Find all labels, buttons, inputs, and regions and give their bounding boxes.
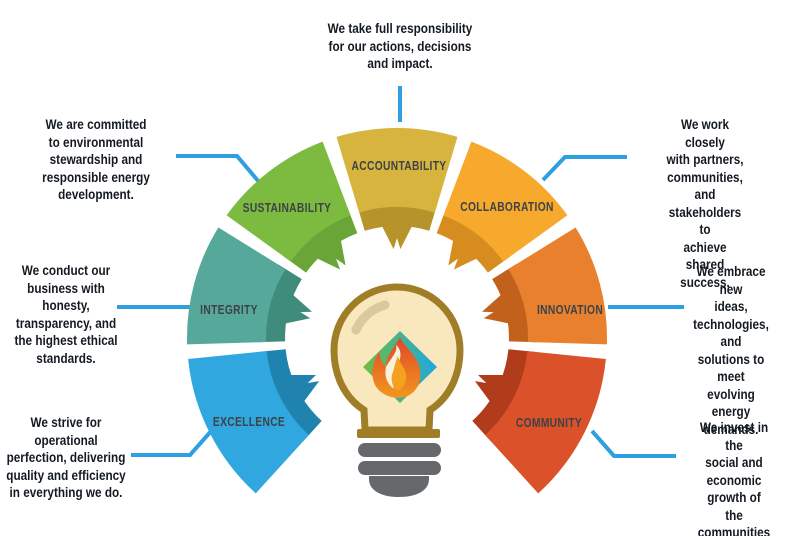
segment-wedge-integrity: [187, 227, 286, 345]
base-bar-1: [358, 443, 441, 457]
segment-wedge-collaboration: [443, 141, 568, 262]
note-community: We invest in the social and economic gro…: [697, 420, 771, 536]
segment-label-accountability: ACCOUNTABILITY: [351, 159, 447, 173]
segment-wedge-accountability: [336, 127, 458, 213]
note-collaboration: We work closely with partners, communiti…: [666, 117, 744, 290]
note-integrity: We conduct our business with honesty, tr…: [14, 263, 118, 366]
segment-label-innovation: INNOVATION: [536, 303, 604, 317]
bulb-base: [358, 443, 441, 497]
segment-arrow-excellence: [288, 375, 320, 404]
bulb-highlight: [351, 300, 390, 335]
segment-label-excellence: EXCELLENCE: [212, 415, 286, 429]
note-excellence: We strive for operational perfection, de…: [6, 415, 126, 500]
note-sustainability: We are committed to environmental stewar…: [42, 117, 150, 202]
flame-inner: [391, 356, 407, 391]
segment-wedges-group: [187, 127, 607, 494]
base-cap: [369, 476, 429, 497]
segment-inner-band-excellence: [257, 349, 322, 442]
segment-wedge-excellence: [188, 351, 309, 494]
segment-inner-band-collaboration: [436, 207, 511, 273]
segment-arrow-innovation: [482, 293, 512, 324]
segment-arrow-accountability: [381, 224, 413, 250]
segment-arrow-community: [474, 375, 506, 404]
callout-line-sustainability: [176, 154, 261, 184]
segment-arrow-sustainability: [315, 237, 346, 270]
segment-inner-band-sustainability: [283, 207, 358, 273]
segment-label-sustainability: SUSTAINABILITY: [242, 201, 332, 215]
base-bar-2: [358, 461, 441, 475]
bulb-neck-band: [357, 429, 440, 438]
flame-sliver: [385, 345, 401, 389]
lightbulb-icon: [330, 283, 464, 497]
segment-label-integrity: INTEGRITY: [200, 303, 258, 317]
note-innovation: We embrace new ideas, technologies, and …: [693, 264, 769, 437]
flame-logo: [372, 337, 421, 398]
segment-label-collaboration: COLLABORATION: [460, 200, 554, 214]
callout-line-excellence: [131, 427, 215, 457]
callout-line-community: [590, 429, 676, 458]
callout-line-collaboration: [541, 155, 627, 182]
segment-wedge-sustainability: [226, 141, 351, 262]
segment-arrow-collaboration: [448, 237, 479, 270]
callout-lines-group: [117, 86, 684, 458]
segment-wedge-innovation: [508, 227, 607, 345]
segment-arrow-integrity: [282, 293, 312, 324]
segment-label-community: COMMUNITY: [515, 416, 583, 430]
note-accountability: We take full responsibility for our acti…: [327, 21, 473, 71]
segment-inner-band-community: [472, 349, 537, 442]
segment-wedge-community: [485, 351, 606, 494]
